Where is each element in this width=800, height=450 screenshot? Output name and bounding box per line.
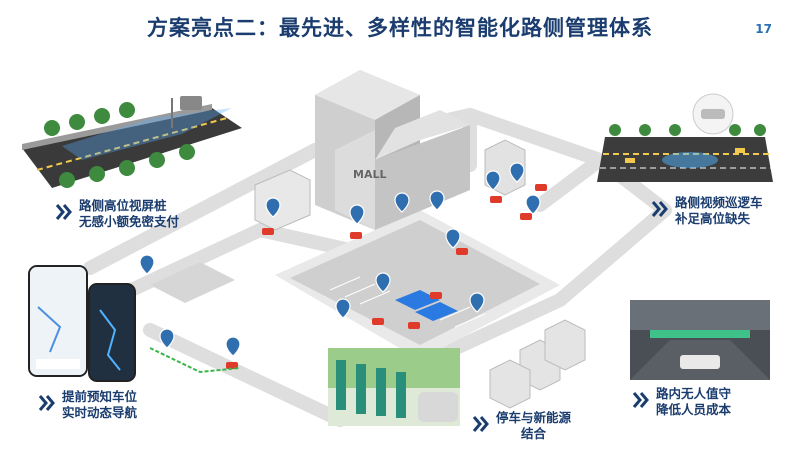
patrol-car-panel [595, 92, 775, 187]
chevron-right-icon [55, 204, 72, 220]
chevron-right-icon [472, 416, 489, 432]
roadside-camera-panel [22, 88, 242, 198]
mall-sign: MALL [353, 168, 386, 181]
patrol-car-image [597, 93, 773, 182]
location-pins [139, 162, 541, 357]
feature-caption-2: 路侧视频巡逻车补足高位缺失 [651, 195, 763, 227]
page-number: 17 [755, 22, 772, 36]
feature-caption-5: 路内无人值守降低人员成本 [632, 386, 731, 418]
ev-charging-photo [328, 348, 460, 426]
phone-app-screen-1 [28, 265, 88, 377]
chevron-right-icon [38, 395, 55, 411]
feature-caption-3: 提前预知车位实时动态导航 [38, 389, 137, 421]
page-title: 方案亮点二：最先进、多样性的智能化路侧管理体系 [147, 16, 653, 40]
feature-caption-1: 路侧高位视屏桩无感小额免密支付 [55, 198, 179, 230]
roadside-camera-image [22, 96, 242, 188]
mall-building: MALL [315, 70, 470, 230]
chevron-right-icon [651, 201, 668, 217]
phone-app-screen-2 [88, 283, 136, 382]
chevron-right-icon [632, 392, 649, 408]
garage-photo [630, 300, 770, 380]
feature-caption-4: 停车与新能源结合 [472, 410, 571, 442]
cars [226, 184, 547, 369]
